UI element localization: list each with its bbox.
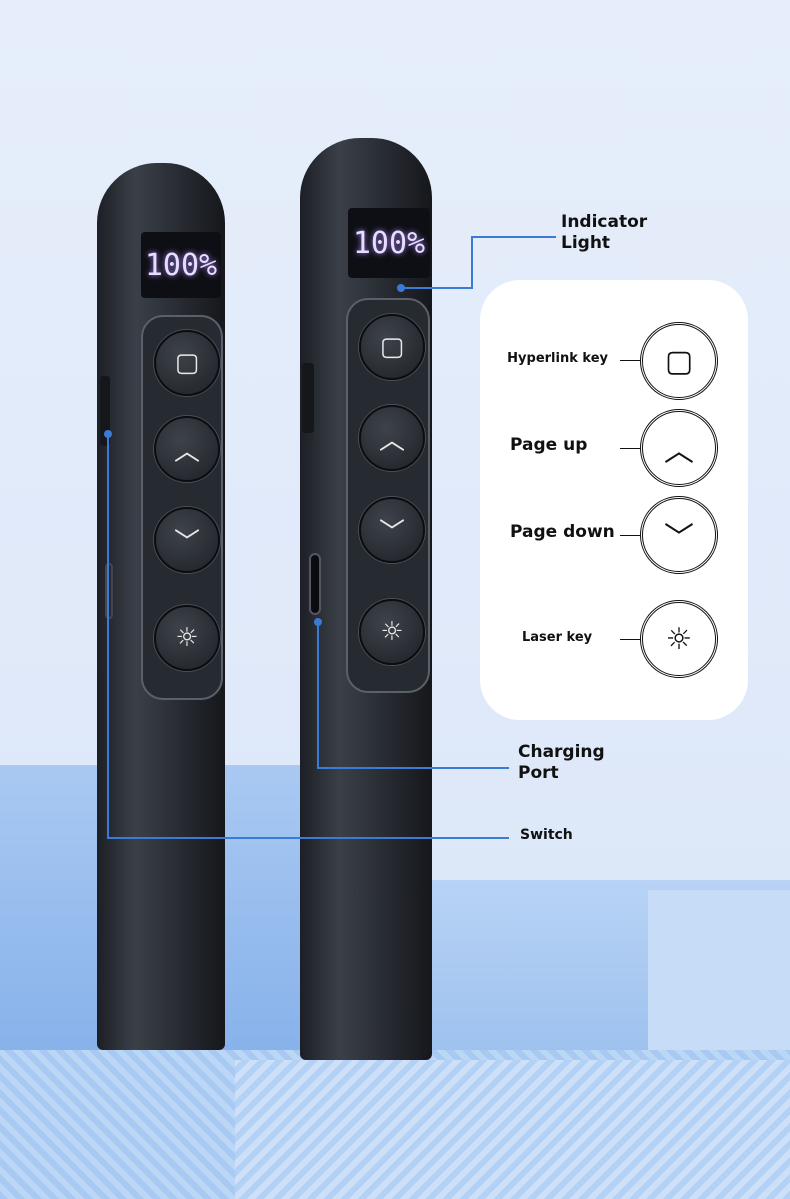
chevron-up-icon: ︿ [378,425,405,456]
indicator-callout-line [471,236,556,238]
switch-label: Switch [520,827,573,843]
power-switch [302,363,314,433]
page-down-key-diagram: ﹀ [640,496,718,574]
sun-icon: ☼ [175,623,199,653]
presenter-pen-right: 100% ▢ ︿ ﹀ ☼ [300,138,432,1060]
page-up-key-diagram: ︿ [640,409,718,487]
usb-c-port [105,563,113,619]
battery-display: 100% [141,232,221,298]
switch-callout-line [107,434,109,838]
chevron-up-icon: ︿ [173,436,200,467]
indicator-callout-line [400,287,473,289]
hyperlink-key-label: Hyperlink key [507,351,608,366]
switch-callout-line [107,837,509,839]
laser-button: ☼ [359,599,425,665]
sun-icon: ☼ [665,621,693,657]
page-up-button: ︿ [154,416,220,482]
hyperlink-key-diagram: ▢ [640,322,718,400]
laser-button: ☼ [154,605,220,671]
leader-line [620,448,640,449]
indicator-callout-line [471,236,473,289]
hyperlink-button: ▢ [359,314,425,380]
page-up-label: Page up [510,435,588,455]
square-icon: ▢ [379,332,405,362]
leader-line [620,639,640,640]
chevron-down-icon: ﹀ [378,517,405,548]
battery-display: 100% [348,208,430,278]
charging-callout-line [317,622,319,768]
key-legend-panel: Hyperlink key ▢ Page up ︿ Page down ﹀ La… [480,280,748,720]
page-down-button: ﹀ [359,497,425,563]
platform-front [235,1060,790,1199]
square-icon: ▢ [174,348,200,378]
page-down-button: ﹀ [154,507,220,573]
sun-icon: ☼ [380,617,404,647]
hyperlink-button: ▢ [154,330,220,396]
chevron-up-icon: ︿ [664,434,694,469]
charging-callout-line [317,767,509,769]
chevron-down-icon: ﹀ [173,527,200,558]
page-up-button: ︿ [359,405,425,471]
presenter-pen-left: 100% ▢ ︿ ﹀ ☼ [97,163,225,1050]
power-switch [100,376,110,446]
display-block-right-face [648,890,790,1065]
chevron-down-icon: ﹀ [664,521,694,556]
laser-key-label: Laser key [522,630,593,645]
square-icon: ▢ [664,343,694,379]
laser-key-diagram: ☼ [640,600,718,678]
usb-c-port [309,553,321,615]
page-down-label: Page down [510,522,615,542]
leader-line [620,535,640,536]
leader-line [620,360,640,361]
